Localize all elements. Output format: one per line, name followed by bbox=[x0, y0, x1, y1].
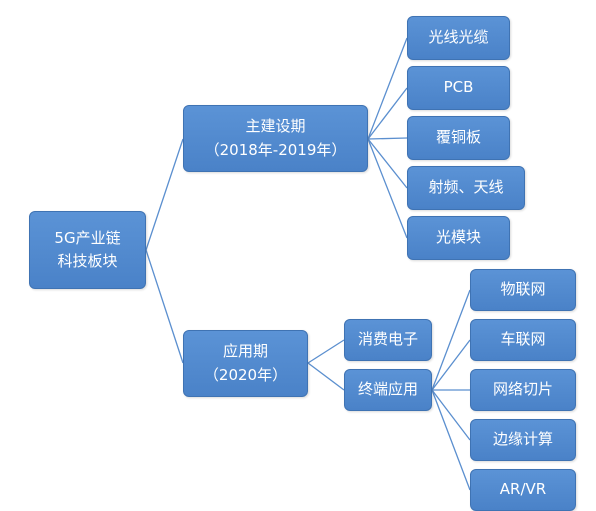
connector-terminal-arvr bbox=[431, 389, 471, 491]
node-ar-vr-label: AR/VR bbox=[499, 480, 547, 499]
connector-root-construction bbox=[145, 138, 184, 251]
node-application-phase-line2: （2020年） bbox=[203, 365, 288, 384]
node-optical-module-label: 光模块 bbox=[435, 228, 481, 247]
connector-construction-rf bbox=[367, 138, 408, 189]
node-5g-industry-chain-line1: 5G产业链 bbox=[54, 228, 121, 247]
connector-construction-fiber bbox=[367, 37, 408, 140]
node-optical-fiber-cable-label: 光线光缆 bbox=[428, 28, 489, 47]
node-copper-clad-laminate: 覆铜板 bbox=[407, 116, 510, 160]
node-network-slicing: 网络切片 bbox=[470, 369, 576, 411]
node-rf-antenna: 射频、天线 bbox=[407, 166, 525, 210]
node-edge-computing: 边缘计算 bbox=[470, 419, 576, 461]
connector-application-terminal bbox=[307, 362, 345, 391]
node-construction-phase: 主建设期 （2018年-2019年） bbox=[183, 105, 368, 172]
node-pcb-label: PCB bbox=[443, 78, 474, 97]
connector-terminal-iov bbox=[431, 339, 471, 391]
node-application-phase: 应用期 （2020年） bbox=[183, 330, 308, 397]
node-pcb: PCB bbox=[407, 66, 510, 110]
node-construction-phase-line1: 主建设期 bbox=[245, 117, 306, 136]
node-terminal-applications-label: 终端应用 bbox=[357, 380, 418, 399]
node-internet-of-things: 物联网 bbox=[470, 269, 576, 311]
node-construction-phase-line2: （2018年-2019年） bbox=[204, 140, 347, 159]
node-ar-vr: AR/VR bbox=[470, 469, 576, 511]
node-consumer-electronics: 消费电子 bbox=[344, 319, 432, 361]
node-rf-antenna-label: 射频、天线 bbox=[428, 178, 504, 197]
node-internet-of-vehicles: 车联网 bbox=[470, 319, 576, 361]
node-consumer-electronics-label: 消费电子 bbox=[357, 330, 418, 349]
node-edge-computing-label: 边缘计算 bbox=[492, 430, 553, 449]
node-application-phase-line1: 应用期 bbox=[222, 342, 268, 361]
node-internet-of-things-label: 物联网 bbox=[500, 280, 546, 299]
node-optical-module: 光模块 bbox=[407, 216, 510, 260]
connector-construction-ccl bbox=[367, 137, 408, 140]
connector-construction-pcb bbox=[367, 87, 408, 140]
connector-root-application bbox=[145, 249, 184, 364]
connector-construction-optical-module bbox=[367, 138, 408, 239]
node-network-slicing-label: 网络切片 bbox=[492, 380, 553, 399]
connector-application-consumer bbox=[307, 339, 345, 364]
node-optical-fiber-cable: 光线光缆 bbox=[407, 16, 510, 60]
connector-terminal-iot bbox=[431, 289, 471, 391]
node-internet-of-vehicles-label: 车联网 bbox=[500, 330, 546, 349]
node-terminal-applications: 终端应用 bbox=[344, 369, 432, 411]
node-5g-industry-chain-line2: 科技板块 bbox=[57, 252, 118, 270]
connector-terminal-edge bbox=[431, 389, 471, 441]
node-5g-industry-chain: 5G产业链 科技板块 bbox=[29, 211, 146, 289]
node-copper-clad-laminate-label: 覆铜板 bbox=[435, 128, 481, 147]
